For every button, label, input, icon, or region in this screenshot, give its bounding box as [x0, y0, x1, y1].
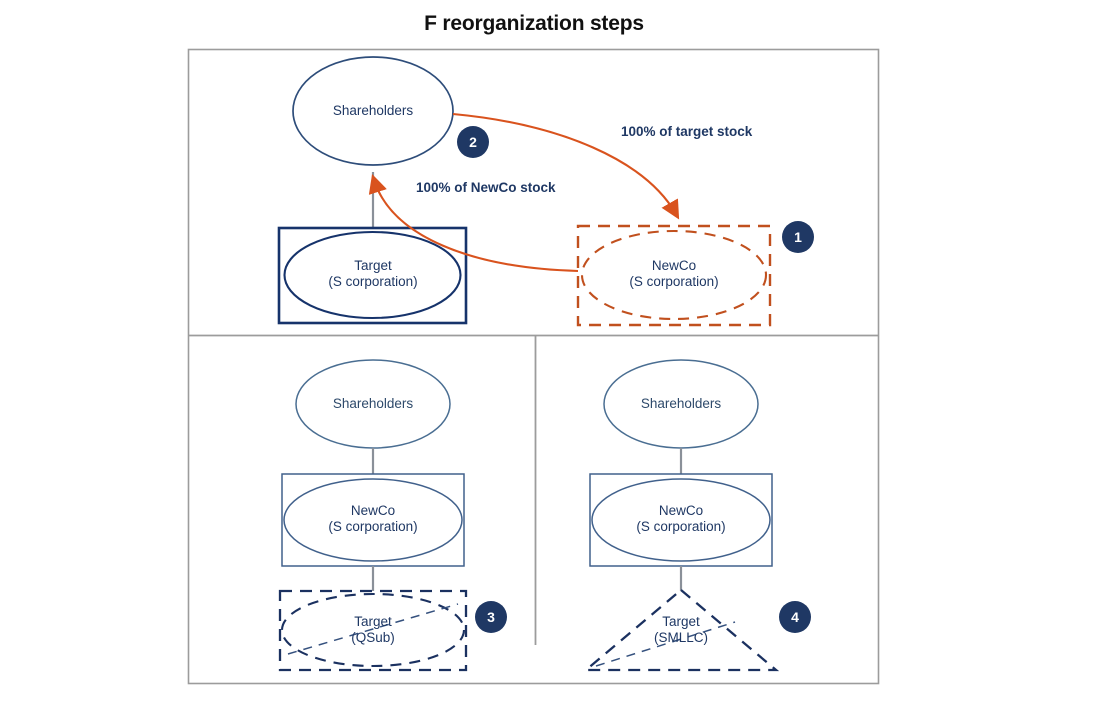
- p3-target-box: [278, 589, 468, 672]
- step-badge-1[interactable]: 1: [782, 221, 814, 253]
- outer-frame: [187, 48, 880, 685]
- p3-target-strikethrough: [287, 603, 459, 655]
- p4-shareholders-ellipse: [603, 359, 759, 449]
- p1-edge-label-newco-stock: 100% of NewCo stock: [416, 180, 556, 195]
- p1-newco-ellipse: [580, 229, 768, 321]
- p4-newco-box: [589, 473, 773, 567]
- step-badge-3[interactable]: 3: [475, 601, 507, 633]
- p3-newco-box: [281, 473, 465, 567]
- step-badge-2[interactable]: 2: [457, 126, 489, 158]
- p1-target-ellipse: [283, 230, 462, 320]
- p3-newco-ellipse: [283, 478, 463, 562]
- p3-shareholders-ellipse: [295, 359, 451, 449]
- p1-target-box: [277, 226, 468, 325]
- step-badge-4[interactable]: 4: [779, 601, 811, 633]
- p4-newco-ellipse: [591, 478, 771, 562]
- p1-arrow-target-stock: [452, 112, 680, 220]
- p1-arrow-newco-stock: [368, 174, 579, 273]
- p4-target-strikethrough: [595, 621, 736, 667]
- page-title: F reorganization steps: [424, 12, 644, 35]
- p1-newco-box: [576, 224, 772, 327]
- p3-target-ellipse: [280, 592, 466, 668]
- p1-shareholders-ellipse: [292, 56, 454, 166]
- p1-edge-label-target-stock: 100% of target stock: [621, 124, 753, 139]
- p4-target-triangle: [582, 588, 780, 672]
